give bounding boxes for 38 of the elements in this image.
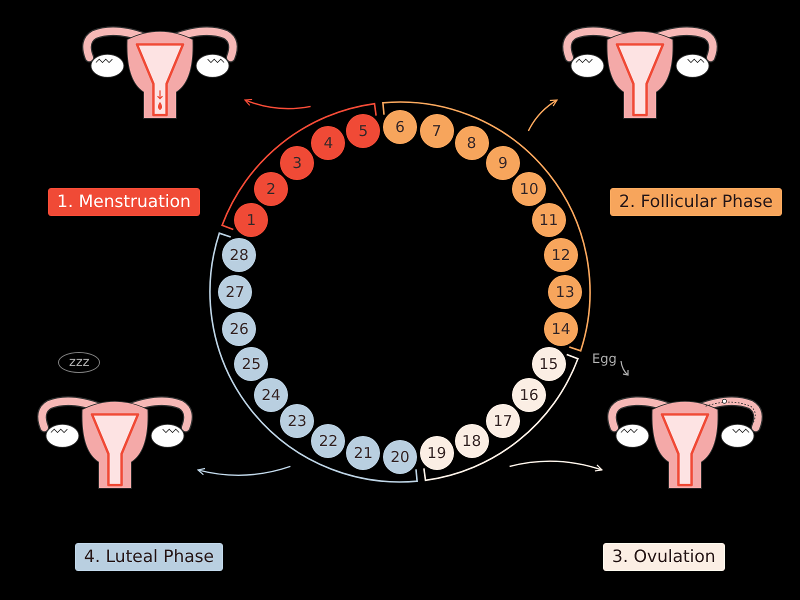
day-circle: 21 bbox=[346, 436, 380, 470]
day-circle: 16 bbox=[512, 378, 546, 412]
day-circle: 12 bbox=[544, 238, 578, 272]
day-circle: 17 bbox=[486, 404, 520, 438]
day-circle: 7 bbox=[420, 114, 454, 148]
arrow bbox=[509, 460, 603, 472]
day-circle: 13 bbox=[548, 275, 582, 309]
arrow bbox=[528, 99, 558, 132]
day-circle: 23 bbox=[280, 404, 314, 438]
phase-label: 1. Menstruation bbox=[48, 188, 200, 216]
phase-label: 3. Ovulation bbox=[603, 543, 725, 571]
day-circle: 4 bbox=[311, 126, 346, 160]
arrow bbox=[244, 98, 311, 110]
day-circle: 26 bbox=[222, 312, 256, 346]
day-circle: 11 bbox=[532, 203, 566, 238]
day-circle: 9 bbox=[486, 146, 520, 180]
phase-label: 4. Luteal Phase bbox=[75, 543, 223, 571]
day-circle: 28 bbox=[222, 238, 256, 272]
day-circle: 5 bbox=[346, 114, 380, 148]
day-circle: 8 bbox=[454, 126, 489, 160]
day-circle: 22 bbox=[311, 424, 346, 458]
day-circle: 1 bbox=[234, 203, 268, 238]
day-circle: 14 bbox=[544, 312, 578, 346]
day-circle: 25 bbox=[234, 346, 268, 381]
arrow bbox=[197, 466, 291, 476]
day-circle: 3 bbox=[280, 146, 314, 180]
day-circle: 18 bbox=[454, 424, 489, 458]
day-circle: 27 bbox=[218, 275, 252, 309]
day-circle: 6 bbox=[383, 110, 417, 144]
day-circle: 24 bbox=[254, 378, 288, 412]
day-circle: 2 bbox=[254, 172, 288, 206]
day-circle: 19 bbox=[420, 436, 454, 470]
egg-label: Egg bbox=[592, 352, 617, 367]
day-circle: 10 bbox=[512, 172, 546, 206]
day-circle: 15 bbox=[532, 346, 566, 381]
speech-bubble: zzz bbox=[58, 352, 100, 373]
phase-label: 2. Follicular Phase bbox=[610, 188, 782, 216]
day-circle: 20 bbox=[383, 440, 417, 474]
